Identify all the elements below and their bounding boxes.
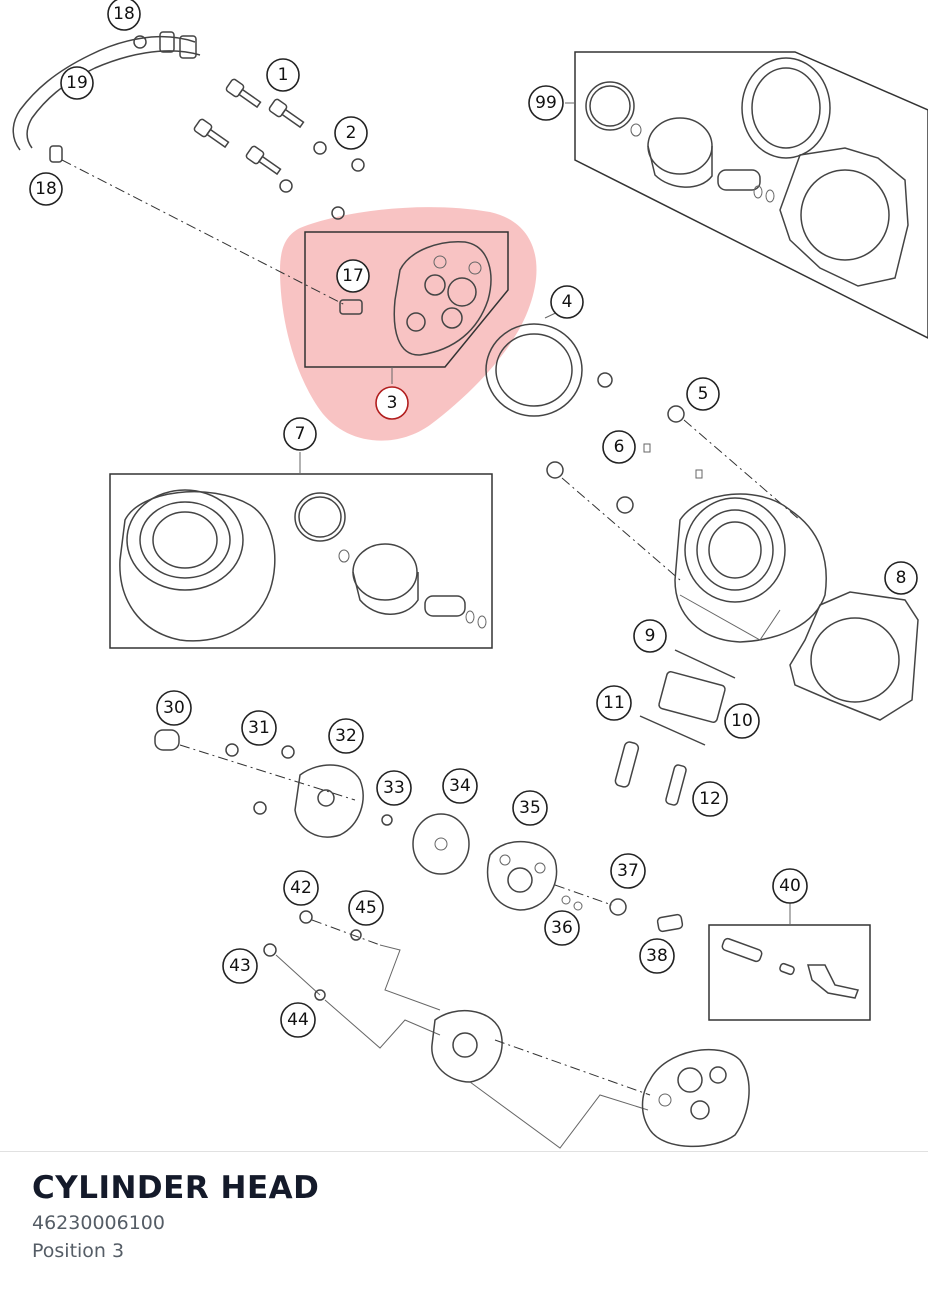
svg-text:36: 36 <box>551 918 573 938</box>
callout-44[interactable]: 44 <box>280 1002 316 1038</box>
svg-text:18: 18 <box>113 4 135 24</box>
svg-text:19: 19 <box>66 73 88 93</box>
callout-42[interactable]: 42 <box>283 870 319 906</box>
svg-text:42: 42 <box>290 878 312 898</box>
cylinder-head-box[interactable] <box>304 231 509 384</box>
callout-32[interactable]: 32 <box>328 718 364 754</box>
callout-9[interactable]: 9 <box>633 619 667 653</box>
part-title: CYLINDER HEAD <box>32 1170 320 1206</box>
svg-text:37: 37 <box>617 861 639 881</box>
svg-text:34: 34 <box>449 776 471 796</box>
exploded-parts-diagram[interactable]: 18 19 18 1 2 99 17 3 4 5 6 7 8 9 10 11 1… <box>0 0 928 1150</box>
svg-text:9: 9 <box>645 626 656 646</box>
svg-text:38: 38 <box>646 946 668 966</box>
callout-33[interactable]: 33 <box>376 770 412 806</box>
base-gasket-part[interactable] <box>789 591 919 721</box>
callout-18-top[interactable]: 18 <box>107 0 141 31</box>
callout-38[interactable]: 38 <box>639 938 675 974</box>
callout-37[interactable]: 37 <box>610 853 646 889</box>
head-gasket-part[interactable] <box>485 309 583 417</box>
svg-text:18: 18 <box>35 179 57 199</box>
svg-text:35: 35 <box>519 798 541 818</box>
callout-5[interactable]: 5 <box>686 377 720 411</box>
callout-19[interactable]: 19 <box>60 66 94 100</box>
callout-99[interactable]: 99 <box>528 85 564 121</box>
callout-12[interactable]: 12 <box>692 781 728 817</box>
svg-text:33: 33 <box>383 778 405 798</box>
hose-part[interactable] <box>12 31 201 151</box>
callout-40[interactable]: 40 <box>772 868 808 904</box>
kit-box-99[interactable] <box>565 51 928 339</box>
callout-36[interactable]: 36 <box>544 910 580 946</box>
svg-text:31: 31 <box>248 718 270 738</box>
part-number: 46230006100 <box>32 1212 165 1234</box>
svg-text:99: 99 <box>535 93 557 113</box>
callout-31[interactable]: 31 <box>241 710 277 746</box>
svg-text:4: 4 <box>562 292 573 312</box>
svg-text:12: 12 <box>699 789 721 809</box>
water-pump-parts[interactable] <box>154 729 684 933</box>
part-position: Position 3 <box>32 1240 125 1262</box>
callout-8[interactable]: 8 <box>884 561 918 595</box>
svg-text:32: 32 <box>335 726 357 746</box>
callout-43[interactable]: 43 <box>222 948 258 984</box>
callout-45[interactable]: 45 <box>348 890 384 926</box>
nozzle-part[interactable] <box>49 145 346 306</box>
svg-text:6: 6 <box>614 437 625 457</box>
callout-30[interactable]: 30 <box>156 690 192 726</box>
svg-text:10: 10 <box>731 711 753 731</box>
bearing-parts[interactable] <box>614 649 736 806</box>
svg-text:8: 8 <box>896 568 907 588</box>
callout-17[interactable]: 17 <box>336 259 370 293</box>
svg-text:45: 45 <box>355 898 377 918</box>
svg-text:5: 5 <box>698 384 709 404</box>
svg-text:2: 2 <box>346 123 357 143</box>
callout-4[interactable]: 4 <box>550 285 584 319</box>
callout-10[interactable]: 10 <box>724 703 760 739</box>
svg-text:17: 17 <box>342 266 364 286</box>
callout-6[interactable]: 6 <box>602 430 636 464</box>
stud-bolts-part[interactable] <box>546 372 801 581</box>
cylinder-kit-box[interactable] <box>109 452 493 649</box>
svg-text:30: 30 <box>163 698 185 718</box>
svg-text:3: 3 <box>387 393 398 413</box>
svg-text:11: 11 <box>603 693 625 713</box>
callout-35[interactable]: 35 <box>512 790 548 826</box>
callout-2[interactable]: 2 <box>334 116 368 150</box>
svg-text:44: 44 <box>287 1010 309 1030</box>
selected-part-info-panel: CYLINDER HEAD 46230006100 Position 3 <box>0 1151 928 1291</box>
callout-34[interactable]: 34 <box>442 768 478 804</box>
svg-text:40: 40 <box>779 876 801 896</box>
callout-7[interactable]: 7 <box>283 417 317 451</box>
lower-assembly-parts[interactable] <box>263 910 750 1149</box>
callout-3-selected[interactable]: 3 <box>375 386 409 420</box>
svg-text:43: 43 <box>229 956 251 976</box>
valve-kit-box[interactable] <box>708 903 871 1021</box>
bolts-part[interactable] <box>193 78 306 177</box>
callout-11[interactable]: 11 <box>596 685 632 721</box>
svg-text:1: 1 <box>278 65 289 85</box>
svg-text:7: 7 <box>295 424 306 444</box>
cylinder-part[interactable] <box>674 493 827 643</box>
callout-1[interactable]: 1 <box>266 58 300 92</box>
washers-part[interactable] <box>279 141 365 220</box>
callout-18-bottom[interactable]: 18 <box>29 172 63 206</box>
